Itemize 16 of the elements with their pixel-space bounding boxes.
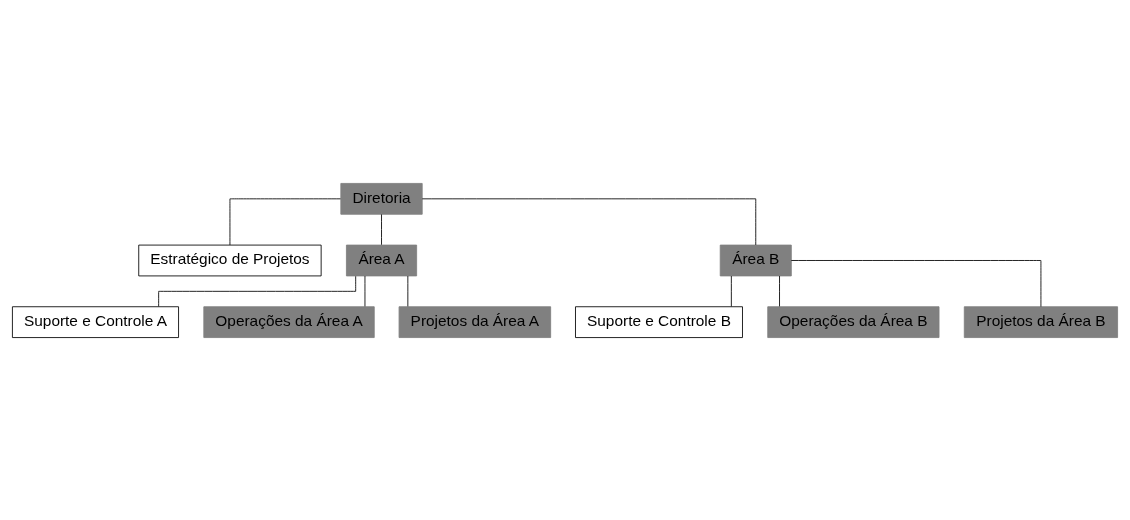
node-box: Operações da Área A	[203, 305, 375, 338]
node-box: Operações da Área B	[767, 305, 940, 338]
connector	[381, 213, 382, 245]
connector	[779, 275, 780, 307]
node-box: Suporte e Controle B	[575, 305, 743, 338]
node-box: Projetos da Área B	[963, 305, 1118, 338]
node-box: Projetos da Área A	[398, 305, 552, 338]
connector	[790, 259, 1042, 307]
node-box: Suporte e Controle A	[12, 305, 179, 338]
connector	[730, 275, 732, 307]
node-box: Estratégico de Projetos	[138, 244, 322, 276]
node-box: Área A	[346, 244, 418, 276]
node-box: Área B	[719, 244, 792, 276]
connector	[158, 275, 357, 307]
connector	[421, 197, 757, 245]
node-box: Diretoria	[340, 182, 423, 215]
